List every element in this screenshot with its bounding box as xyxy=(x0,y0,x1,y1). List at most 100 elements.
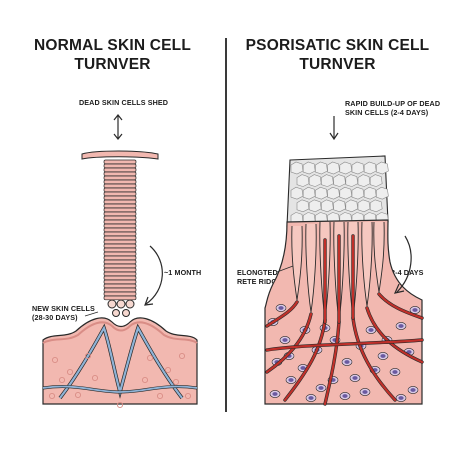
scale-cell xyxy=(302,186,316,200)
dermis-cell xyxy=(116,401,124,409)
scale-cell xyxy=(296,199,310,213)
rapid-buildup-label: RAPID BUILD-UP OF DEAD SKIN CELLS (2-4 D… xyxy=(345,99,440,117)
blood-vessel xyxy=(351,316,397,402)
cell-nucleus xyxy=(308,396,314,400)
cell-nucleus xyxy=(282,338,288,342)
cell-layer xyxy=(103,247,137,253)
cell-layer xyxy=(103,163,137,169)
scale-cell xyxy=(333,199,346,213)
cell-layer xyxy=(103,287,137,293)
two-four-days-label: 2-4 DAYS xyxy=(391,268,424,277)
dermis-cell xyxy=(146,354,154,362)
cell-nucleus xyxy=(410,388,416,392)
normal-skin-illustration xyxy=(42,114,198,409)
dermis-cell xyxy=(172,378,180,386)
ridges-label-line2: RETE RIDGES xyxy=(237,277,287,286)
scale-cell xyxy=(327,186,340,200)
blood-vessel xyxy=(323,320,341,406)
shed-top-cell xyxy=(81,150,159,160)
blood-vessel xyxy=(377,292,424,320)
rete-ridge xyxy=(291,225,303,301)
cell-nucleus xyxy=(362,390,368,394)
cell-layer xyxy=(103,263,137,269)
rete-ridge xyxy=(373,221,385,293)
rapid-buildup-label-line1: RAPID BUILD-UP OF DEAD xyxy=(345,99,441,108)
blood-vessel xyxy=(365,306,424,364)
cell-layer xyxy=(103,199,137,205)
normal-title-line1: NORMAL SKIN CELL xyxy=(33,37,192,54)
days-arrow-icon xyxy=(393,235,412,294)
rete-ridge xyxy=(305,223,317,313)
ridges-pointer xyxy=(276,265,294,273)
new-skin-cells-label: NEW SKIN CELLS (28-30 DAYS) xyxy=(32,304,95,322)
cell-layer xyxy=(103,231,137,237)
cell-nucleus xyxy=(398,324,404,328)
scale-cell xyxy=(321,199,334,213)
dermis-cell xyxy=(48,392,56,400)
normal-skin-block xyxy=(42,317,198,409)
cell-layer xyxy=(103,275,137,281)
scale-cell xyxy=(327,161,340,175)
cell-layer xyxy=(103,179,137,185)
month-arrow-icon xyxy=(144,245,163,306)
cell-layer xyxy=(103,175,137,181)
scale-cell xyxy=(290,186,304,200)
psoriatic-title-line1: PSORISATIC SKIN CELL xyxy=(245,37,430,54)
scale-cell xyxy=(376,161,389,175)
new-cells-pointer xyxy=(84,311,99,317)
cell-column xyxy=(81,150,159,301)
cell-layer xyxy=(103,171,137,177)
cell-layer xyxy=(103,271,137,277)
cell-nucleus xyxy=(278,306,284,310)
dermis-cell xyxy=(66,368,74,376)
dermis-cell xyxy=(84,352,92,360)
cell-nucleus xyxy=(368,328,374,332)
dermis-cell xyxy=(91,374,99,382)
psoriatic-skin-illustration xyxy=(264,116,424,406)
cell-layer xyxy=(103,183,137,189)
dermis-cell xyxy=(51,356,59,364)
scale-cell xyxy=(308,174,322,187)
dermis-cell xyxy=(184,392,192,400)
shed-arrow-icon xyxy=(113,114,123,140)
cell-nucleus xyxy=(352,376,358,380)
scale-cell xyxy=(333,174,346,187)
scale-cell xyxy=(315,161,328,175)
cell-layer xyxy=(103,267,137,273)
one-month-label: ~1 MONTH xyxy=(164,268,202,277)
cell-layer xyxy=(103,191,137,197)
cell-layer xyxy=(103,227,137,233)
psoriatic-turnover-panel: PSORISATIC SKIN CELL TURNVER RAPID BUILD… xyxy=(225,0,450,450)
cell-layer xyxy=(103,295,137,301)
elongated-rete-ridges-label: ELONGTED RETE RIDGES xyxy=(237,268,287,286)
cell-nucleus xyxy=(288,378,294,382)
panel-divider xyxy=(225,38,227,412)
rete-ridge xyxy=(361,221,373,307)
normal-panel-title: NORMAL SKIN CELL TURNVER xyxy=(0,36,225,74)
new-skin-cells-label-line2: (28-30 DAYS) xyxy=(32,313,78,322)
scale-cell xyxy=(369,199,383,213)
cell-nucleus xyxy=(392,370,398,374)
normal-title-line2: TURNVER xyxy=(74,56,151,73)
cell-layer xyxy=(103,291,137,297)
ridges-label-line1: ELONGTED xyxy=(237,268,278,277)
psoriatic-panel-title: PSORISATIC SKIN CELL TURNVER xyxy=(225,36,450,74)
cell-nucleus xyxy=(300,366,306,370)
new-skin-cells-label-line1: NEW SKIN CELLS xyxy=(32,304,95,313)
rapid-buildup-label-line2: SKIN CELLS (2-4 DAYS) xyxy=(345,108,429,117)
cell-layer xyxy=(103,251,137,257)
scale-cell xyxy=(357,199,371,213)
scale-cell xyxy=(339,161,353,175)
scale-cell xyxy=(296,174,310,187)
cell-layer xyxy=(103,187,137,193)
cell-layer xyxy=(103,211,137,217)
scale-cell xyxy=(351,186,365,200)
cell-layer xyxy=(103,255,137,261)
blood-vessel xyxy=(265,300,299,328)
cell-nucleus xyxy=(398,396,404,400)
dead-cells-shed-label: DEAD SKIN CELLS SHED xyxy=(79,98,169,107)
cell-layer xyxy=(103,279,137,285)
scale-cell xyxy=(345,174,359,187)
scale-cell xyxy=(290,161,304,175)
cell-layer xyxy=(103,195,137,201)
